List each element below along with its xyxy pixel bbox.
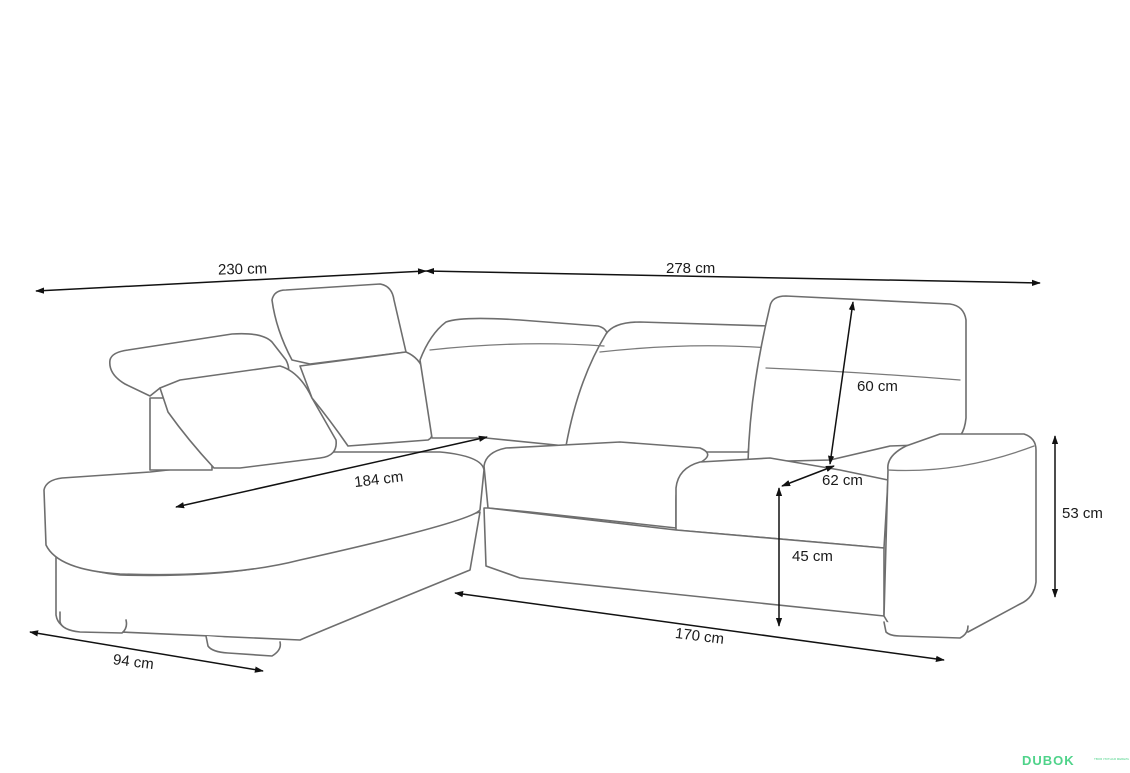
corner-headrest — [271, 283, 407, 365]
right-headrest — [747, 295, 967, 463]
sofa-drawing — [43, 283, 1037, 657]
dim-arrow-230 — [35, 268, 427, 294]
dimension-labels: 230 cm 278 cm 60 cm 184 cm 62 cm 53 cm 4… — [112, 260, 1103, 673]
dim-label-53: 53 cm — [1062, 505, 1103, 522]
dim-label-60: 60 cm — [857, 378, 898, 395]
dim-arrow-278 — [425, 268, 1041, 286]
right-armrest — [883, 433, 1037, 633]
dim-arrow-60 — [828, 301, 855, 465]
dim-label-184: 184 cm — [353, 468, 404, 491]
dim-label-278: 278 cm — [666, 260, 715, 277]
dim-label-170: 170 cm — [674, 625, 725, 648]
dim-arrow-62 — [781, 465, 835, 487]
dim-arrow-94 — [29, 630, 264, 673]
dim-label-94: 94 cm — [112, 651, 155, 673]
dim-label-230: 230 cm — [218, 260, 268, 278]
middle-base — [483, 507, 885, 617]
logo-tagline: ТВОЯ УЮТНАЯ МЕБЕЛЬ — [1094, 757, 1129, 761]
dim-arrow-170 — [454, 590, 945, 663]
dim-arrow-184 — [175, 435, 488, 509]
brand-logo: DUBOK ТВОЯ УЮТНАЯ МЕБЕЛЬ — [1022, 753, 1129, 768]
dim-label-62: 62 cm — [822, 472, 863, 489]
dim-label-45: 45 cm — [792, 548, 833, 565]
dimension-lines — [29, 268, 1059, 673]
logo-wordmark: DUBOK — [1022, 753, 1075, 768]
